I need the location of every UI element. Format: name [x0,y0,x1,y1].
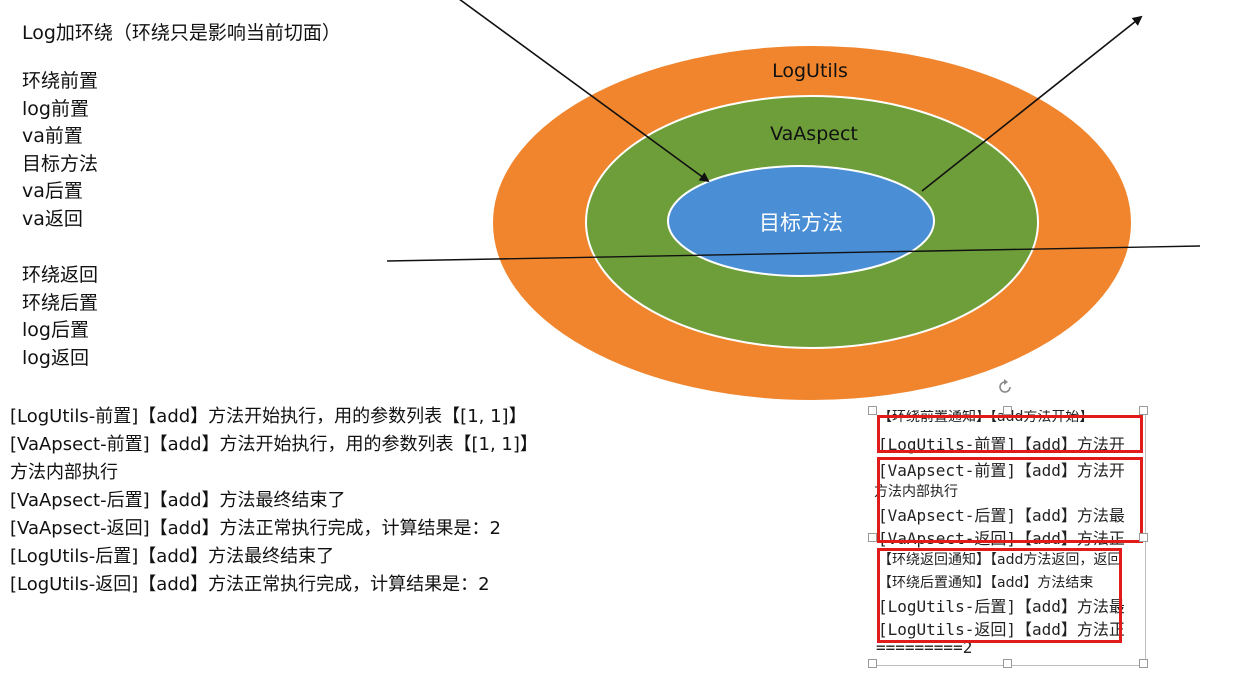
console-line: [LogUtils-前置]【add】方法开始执行，用的参数列表【[1, 1]】 [10,406,527,427]
order-item: 环绕前置 [22,70,99,92]
screenshot-line: 【环绕后置通知】【add】方法结束 [878,575,1094,591]
screenshot-line: [VaApsect-后置]【add】方法最 [878,506,1125,525]
order-item: 目标方法 [22,152,99,175]
target-method-label: 目标方法 [759,211,843,235]
console-line: [LogUtils-返回]【add】方法正常执行完成，计算结果是：2 [10,574,490,595]
screenshot-line: [LogUtils-前置]【add】方法开 [878,435,1125,454]
resize-handle[interactable] [1139,533,1148,542]
order-item: log前置 [22,97,89,120]
screenshot-line: [LogUtils-后置]【add】方法最 [878,597,1125,616]
vaaspect-label: VaAspect [770,123,858,145]
resize-handle[interactable] [868,659,877,668]
outgoing-arrow [921,15,1143,192]
resize-handle[interactable] [1003,406,1012,415]
screenshot-line: [VaApsect-前置]【add】方法开 [878,461,1125,480]
order-item: va后置 [22,180,83,202]
console-line: [VaApsect-后置]【add】方法最终结束了 [10,490,346,511]
split-line [386,245,1201,262]
resize-handle[interactable] [1139,659,1148,668]
resize-handle[interactable] [1003,659,1012,668]
resize-handle[interactable] [868,406,877,415]
console-line: [VaApsect-前置]【add】方法开始执行，用的参数列表【[1, 1]】 [10,434,538,455]
screenshot-line: [LogUtils-返回]【add】方法正 [878,620,1125,639]
execution-order-after: 环绕返回 环绕后置 log后置 log返回 [22,262,98,372]
highlight-box-logutils-after [877,548,1122,643]
rotate-handle-icon[interactable] [997,379,1013,395]
screenshot-line: [VaApsect-返回]【add】方法正 [878,529,1125,548]
highlight-box-logutils-before [877,415,1143,453]
order-item: va前置 [22,125,83,147]
console-output: [LogUtils-前置]【add】方法开始执行，用的参数列表【[1, 1]】 … [10,403,538,599]
screenshot-line: 方法内部执行 [874,484,958,500]
order-item: log返回 [22,346,89,369]
console-line: [VaApsect-返回]【add】方法正常执行完成，计算结果是：2 [10,518,501,539]
screenshot-line: 【环绕返回通知】【add方法返回，返回 [878,552,1122,568]
logutils-label: LogUtils [772,60,848,82]
console-line: [LogUtils-后置]【add】方法最终结束了 [10,546,335,567]
target-method-ellipse [667,165,935,277]
page-title: Log加环绕（环绕只是影响当前切面） [22,22,341,44]
highlight-box-vaaspect [877,457,1143,543]
order-item: 环绕后置 [22,291,99,314]
execution-order-before: 环绕前置 log前置 va前置 目标方法 va后置 va返回 [22,68,98,233]
console-line: 方法内部执行 [10,462,118,483]
order-item: log后置 [22,319,89,341]
order-item: va返回 [22,207,83,230]
order-item: 环绕返回 [22,264,99,286]
resize-handle[interactable] [1139,406,1148,415]
incoming-arrow [459,0,710,183]
resize-handle[interactable] [868,533,877,542]
